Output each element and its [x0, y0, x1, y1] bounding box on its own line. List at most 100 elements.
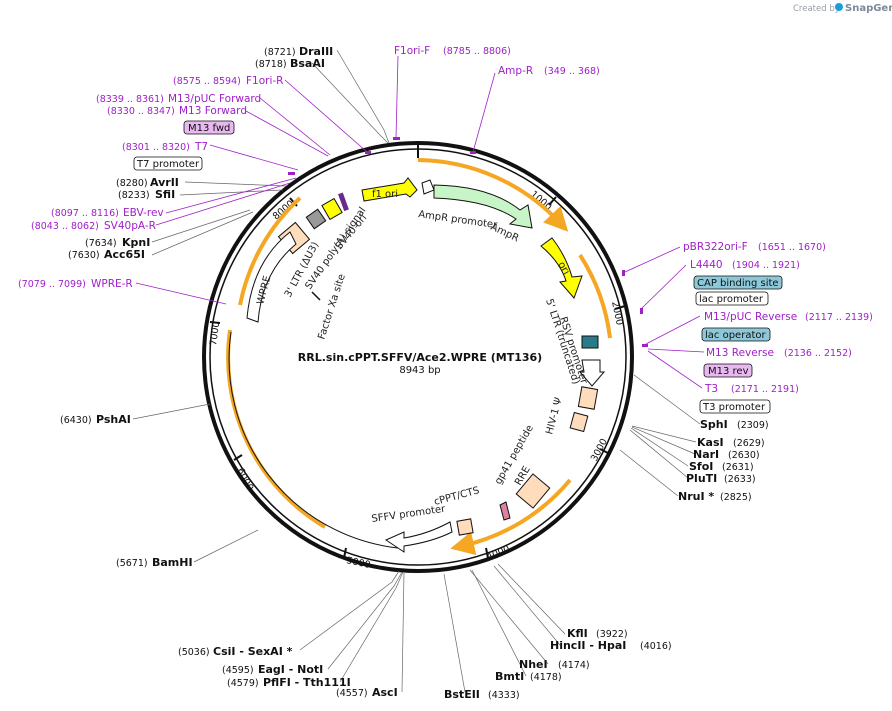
enzyme-pluti: PluTI: [686, 472, 717, 485]
primer-leader-lines: [135, 55, 705, 389]
primer-pos-t7: (8301 .. 8320): [122, 142, 190, 153]
primer-pbr322ori-f: pBR322ori-F: [683, 241, 748, 253]
enzyme-pos-pluti: (2633): [724, 474, 756, 485]
enzyme-pos-pshai: (6430): [60, 415, 92, 426]
feature-factor-xa: Factor Xa site: [316, 273, 347, 341]
cppt-cts-box: [456, 518, 474, 536]
primer-pos-m13-fwd: (8330 .. 8347): [107, 106, 175, 117]
enzyme-nrui: NruI *: [678, 490, 714, 503]
enzyme-pos-bmti: (4178): [530, 672, 562, 683]
rsv-promoter-mark: [581, 335, 599, 349]
primer-sv40pa-r: SV40pA-R: [104, 220, 156, 232]
sv40-ori-box: [321, 197, 343, 221]
tick-label-6000: 6000: [234, 466, 255, 493]
primer-pos-amp-r: (349 .. 368): [544, 66, 600, 77]
enzyme-leader-lines: [132, 49, 701, 693]
enzyme-pos-kpni: (7634): [85, 238, 117, 249]
m13-rev-box: [703, 363, 753, 378]
enzyme-kasi: KasI: [697, 436, 724, 449]
primer-f1ori-f: F1ori-F: [394, 45, 430, 57]
label-lac-promoter: lac promoter: [699, 294, 764, 305]
sffv-promoter-arrow: [384, 521, 453, 553]
ampr-promoter-arrow: [421, 179, 435, 195]
tick-label-7000: 7000: [208, 321, 222, 346]
enzyme-pos-nhei: (4174): [558, 660, 590, 671]
rre-box: [515, 473, 551, 509]
primer-m13-reverse: M13 Reverse: [706, 347, 774, 359]
lac-operator-box: [701, 327, 771, 342]
tick-label-4000: 4000: [485, 544, 512, 563]
enzyme-pos-draiii: (8721): [264, 47, 296, 58]
f1-ori-arrow: [361, 177, 418, 202]
sv40-polya-box: [305, 208, 327, 230]
enzyme-kpni: KpnI: [122, 236, 150, 249]
enzyme-pos-pflfi: (4579): [227, 678, 259, 689]
cap-binding-site-box: [693, 275, 783, 290]
tick-label-1000: 1000: [528, 189, 554, 213]
feature-gp41: gp41 peptide: [493, 423, 536, 486]
primer-amp-r: Amp-R: [498, 65, 533, 77]
primer-m13puc-fwd: M13/pUC Forward: [168, 93, 261, 105]
enzyme-nhei: NheI: [519, 658, 548, 671]
primer-pos-m13-reverse: (2136 .. 2152): [784, 348, 852, 359]
enzyme-bmti: BmtI: [495, 670, 524, 683]
enzyme-sfii: SfiI: [155, 188, 175, 201]
enzyme-bamhi: BamHI: [152, 556, 193, 569]
enzyme-bsteii: BstEII: [444, 688, 480, 701]
primer-pos-m13puc-rev: (2117 .. 2139): [805, 312, 873, 323]
ltr-5-box: [577, 386, 599, 410]
enzyme-eagi-noti: EagI - NotI: [258, 663, 323, 676]
label-t7-promoter: T7 promoter: [136, 159, 200, 170]
tick-label-2000: 2000: [609, 300, 625, 326]
t3-promoter-box: [699, 399, 771, 414]
enzyme-nari: NarI: [693, 448, 719, 461]
enzyme-pos-sfoi: (2631): [722, 462, 754, 473]
enzyme-pos-nari: (2630): [728, 450, 760, 461]
enzyme-pos-bsteii: (4333): [488, 690, 520, 701]
enzyme-pos-acc65i: (7630): [68, 250, 100, 261]
primer-pos-sv40pa-r: (8043 .. 8062): [31, 221, 99, 232]
primer-m13puc-rev: M13/pUC Reverse: [704, 311, 797, 323]
label-m13-fwd: M13 fwd: [188, 123, 230, 134]
enzyme-pos-bamhi: (5671): [116, 558, 148, 569]
enzyme-sfoi: SfoI: [689, 460, 713, 473]
enzyme-pos-eagi: (4595): [222, 665, 254, 676]
primer-pos-ebv-rev: (8097 .. 8116): [51, 208, 119, 219]
ori-arrow: [540, 237, 583, 299]
enzyme-pos-hincii: (4016): [640, 641, 672, 652]
primer-pos-t3: (2171 .. 2191): [731, 384, 799, 395]
primer-wpre-r: WPRE-R: [91, 278, 133, 290]
enzyme-pos-bsaai: (8718): [255, 59, 287, 70]
feature-sffv: SFFV promoter: [371, 504, 447, 525]
map-length: 8943 bp: [399, 365, 440, 376]
brand-name: SnapGene: [845, 3, 892, 14]
credit-text: Created by: [793, 4, 840, 14]
ltr-5-truncated-arrow: [578, 359, 606, 387]
enzyme-pos-kasi: (2629): [733, 438, 765, 449]
t7-promoter-box: [133, 156, 203, 171]
hiv-psi-box: [569, 411, 589, 433]
map-title: RRL.sin.cPPT.SFFV/Ace2.WPRE (MT136): [298, 351, 542, 364]
label-cap-binding-site: CAP binding site: [697, 278, 779, 289]
enzyme-pos-sphi: (2309): [737, 420, 769, 431]
enzyme-pos-asci: (4557): [336, 688, 368, 699]
lac-promoter-box: [695, 291, 769, 306]
wpre-region-outline: [228, 331, 399, 549]
enzyme-pflfi-tth111i: PflFI - Tth111I: [263, 676, 351, 689]
factor-xa-site-mark: [311, 291, 321, 301]
ampr-arrow: [433, 184, 533, 229]
enzyme-acc65i: Acc65I: [104, 248, 145, 261]
enzyme-asci: AscI: [372, 686, 398, 699]
enzyme-bsaai: BsaAI: [290, 57, 325, 70]
primer-pos-wpre-r: (7079 .. 7099): [18, 279, 86, 290]
enzyme-pos-sfii: (8233): [118, 190, 150, 201]
orf-arcs: [226, 158, 612, 556]
enzyme-sphi: SphI: [700, 418, 728, 431]
label-t3-promoter: T3 promoter: [702, 402, 766, 413]
primer-t3: T3: [704, 383, 718, 395]
enzyme-avrii: AvrII: [150, 176, 179, 189]
enzyme-pos-csii: (5036): [178, 647, 210, 658]
primer-pos-f1ori-f: (8785 .. 8806): [443, 46, 511, 57]
primer-marks: [288, 137, 648, 347]
